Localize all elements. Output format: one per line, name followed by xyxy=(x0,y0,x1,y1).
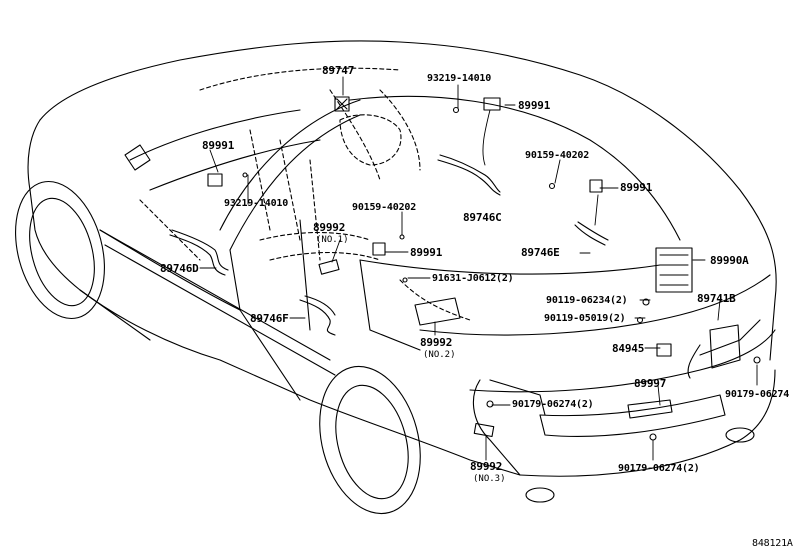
components xyxy=(169,96,761,441)
part-label-89992-no3-sub: (NO.3) xyxy=(473,474,506,484)
part-label-90119-06234: 90119-06234(2) xyxy=(546,295,628,306)
part-label-90159-right: 90159-40202 xyxy=(525,150,590,161)
diagram-id: 848121A xyxy=(752,538,793,549)
part-label-93219-top: 93219-14010 xyxy=(427,73,492,84)
part-label-90179-bottom: 90179-06274(2) xyxy=(618,463,700,474)
part-label-89992-no1-sub: (NO.1) xyxy=(316,235,349,245)
part-label-84945: 84945 xyxy=(612,342,645,355)
part-label-90119-05019: 90119-05019(2) xyxy=(544,313,626,324)
part-label-89991-left: 89991 xyxy=(202,139,235,152)
part-label-89746c: 89746C xyxy=(463,211,502,224)
part-label-89991-mid: 89991 xyxy=(410,246,443,259)
part-label-91631: 91631-J0612(2) xyxy=(432,273,514,284)
interior-dashed-lines xyxy=(139,67,471,321)
part-label-93219-mid: 93219-14010 xyxy=(224,198,289,209)
part-label-89990a: 89990A xyxy=(710,254,749,267)
part-label-89746f: 89746F xyxy=(250,312,289,325)
part-label-89992-no1: 89992 xyxy=(313,221,346,234)
car-body-outline xyxy=(15,40,777,515)
part-label-89991-right: 89991 xyxy=(620,181,653,194)
part-label-89741b: 89741B xyxy=(697,292,736,305)
part-label-89746d: 89746D xyxy=(160,262,199,275)
part-label-89997: 89997 xyxy=(634,377,667,390)
part-label-89746e: 89746E xyxy=(521,246,560,259)
part-label-89747: 89747 xyxy=(322,64,355,77)
part-label-90179-right: 90179-06274 xyxy=(725,389,790,400)
part-label-89991-top: 89991 xyxy=(518,99,551,112)
part-label-89992-no2: 89992 xyxy=(420,336,453,349)
leader-lines xyxy=(199,76,758,461)
part-label-90179-mid: 90179-06274(2) xyxy=(512,399,594,410)
part-label-90159-mid: 90159-40202 xyxy=(352,202,417,213)
part-label-89992-no2-sub: (NO.2) xyxy=(423,350,456,360)
part-label-89992-no3: 89992 xyxy=(470,460,503,473)
